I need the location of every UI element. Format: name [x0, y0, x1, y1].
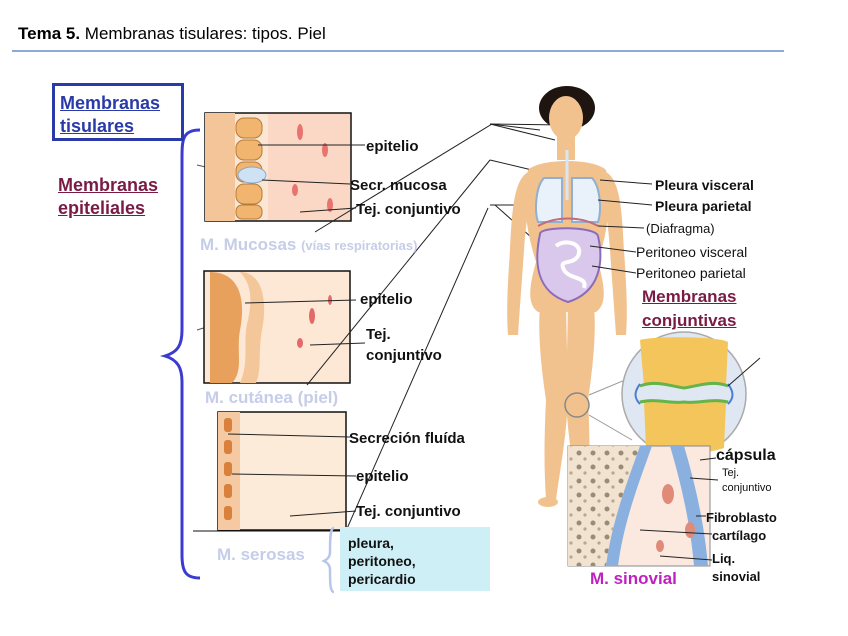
cutanea-label-tej: Tej.	[366, 326, 391, 343]
mucosa-caption-text: M. Mucosas	[200, 235, 297, 254]
cutanea-panel	[203, 270, 351, 384]
mucosa-caption: M. Mucosas (vías respiratorias)	[200, 235, 417, 255]
synovial-label-liq: Liq.	[712, 551, 736, 566]
box-title-line2: tisulares	[60, 116, 135, 136]
mucosa-panel	[204, 112, 352, 222]
serosa-caption: M. serosas	[217, 545, 305, 564]
mucosa-label-tej-conjuntivo: Tej. conjuntivo	[356, 201, 461, 218]
epithelial-title-line1: Membranas	[58, 175, 159, 195]
title-rest: Membranas tisulares: tipos. Piel	[80, 24, 326, 43]
joint-circle-illustration	[621, 331, 761, 457]
label-pleura-visceral: Pleura visceral	[655, 177, 754, 193]
label-diafragma: (Diafragma)	[646, 221, 715, 236]
conjuntivas-title-line1: Membranas	[642, 287, 737, 306]
synovial-label-cartilago: cartílago	[712, 528, 767, 543]
human-body-figure	[507, 86, 633, 507]
label-pleura-parietal: Pleura parietal	[655, 198, 752, 214]
serosa-example-peritoneo: peritoneo,	[348, 553, 416, 569]
box-title-line1: Membranas	[60, 93, 161, 113]
synovial-label-tej: Tej.	[722, 467, 740, 479]
membranas-tisulares-box	[52, 83, 184, 141]
cutanea-label-conjuntivo: conjuntivo	[366, 347, 442, 364]
epithelial-title-line2: epiteliales	[58, 198, 146, 218]
label-peritoneo-parietal: Peritoneo parietal	[636, 265, 746, 281]
synovial-label-sinovial: sinovial	[712, 569, 761, 584]
left-leader-lines	[227, 123, 566, 541]
serosa-panel	[193, 411, 347, 532]
cutanea-label-epitelio: epitelio	[360, 291, 413, 308]
synovial-label-capsula: cápsula	[716, 447, 776, 464]
epithelial-brace	[159, 128, 201, 580]
mucosa-label-epitelio: epitelio	[366, 138, 419, 155]
mucosa-label-secr-mucosa: Secr. mucosa	[350, 177, 447, 194]
synovial-leader-lines	[639, 457, 719, 561]
title-divider	[12, 50, 784, 52]
serosa-example-pericardio: pericardio	[348, 571, 416, 587]
right-leader-lines	[589, 179, 653, 274]
serosa-label-epitelio: epitelio	[356, 468, 409, 485]
conjuntivas-title-line2: conjuntivas	[642, 311, 737, 330]
synovial-label-conjuntivo: conjuntivo	[722, 482, 772, 494]
serosa-example-pleura: pleura,	[348, 535, 394, 551]
label-peritoneo-visceral: Peritoneo visceral	[636, 244, 748, 260]
synovial-panel	[567, 445, 711, 567]
title-bold: Tema 5.	[18, 24, 81, 43]
synovial-caption: M. sinovial	[590, 569, 677, 588]
serosa-label-secrecion: Secreción fluída	[349, 430, 465, 447]
serosa-label-tej-conjuntivo: Tej. conjuntivo	[356, 503, 461, 520]
synovial-label-fibroblasto: Fibroblasto	[706, 510, 777, 525]
page-title: Tema 5. Membranas tisulares: tipos. Piel	[18, 24, 326, 44]
serosa-examples-box: pleura, peritoneo, pericardio	[340, 527, 490, 591]
serosa-small-brace	[321, 526, 335, 594]
cutanea-caption: M. cutánea (piel)	[205, 388, 339, 407]
mucosa-caption-note: (vías respiratorias)	[301, 238, 418, 253]
